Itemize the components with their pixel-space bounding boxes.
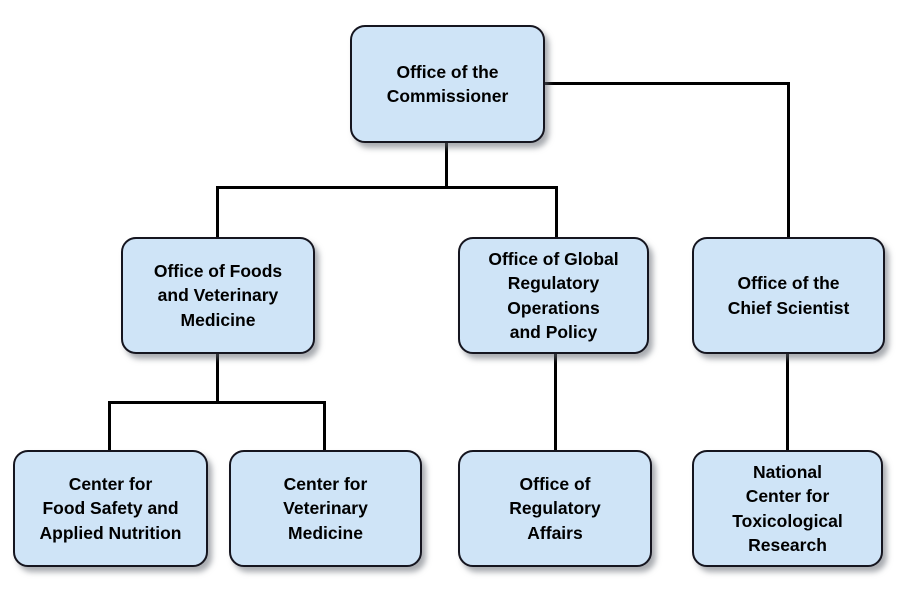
node-office-of-the-commissioner: Office of the Commissioner bbox=[350, 25, 545, 143]
connector-level2-horizontal bbox=[216, 186, 558, 189]
connector-to-regulatory-affairs bbox=[554, 352, 557, 452]
connector-to-toxicological-research bbox=[786, 352, 789, 452]
connector-level3-horizontal bbox=[108, 401, 326, 404]
node-national-center-for-toxicological-research: National Center for Toxicological Resear… bbox=[692, 450, 883, 567]
connector-commissioner-down bbox=[445, 141, 448, 189]
node-office-of-regulatory-affairs: Office of Regulatory Affairs bbox=[458, 450, 652, 567]
connector-to-foods bbox=[216, 186, 219, 239]
connector-foods-down bbox=[216, 352, 219, 404]
connector-to-veterinary-medicine bbox=[323, 401, 326, 452]
node-center-for-food-safety-and-applied-nutrition: Center for Food Safety and Applied Nutri… bbox=[13, 450, 208, 567]
connector-to-global-regulatory bbox=[555, 186, 558, 239]
node-office-of-foods-and-veterinary-medicine: Office of Foods and Veterinary Medicine bbox=[121, 237, 315, 354]
connector-to-food-safety bbox=[108, 401, 111, 452]
node-office-of-the-chief-scientist: Office of the Chief Scientist bbox=[692, 237, 885, 354]
node-center-for-veterinary-medicine: Center for Veterinary Medicine bbox=[229, 450, 422, 567]
connector-commissioner-right bbox=[543, 82, 790, 85]
connector-to-chief-scientist bbox=[787, 82, 790, 239]
node-office-of-global-regulatory-operations-and-policy: Office of Global Regulatory Operations a… bbox=[458, 237, 649, 354]
